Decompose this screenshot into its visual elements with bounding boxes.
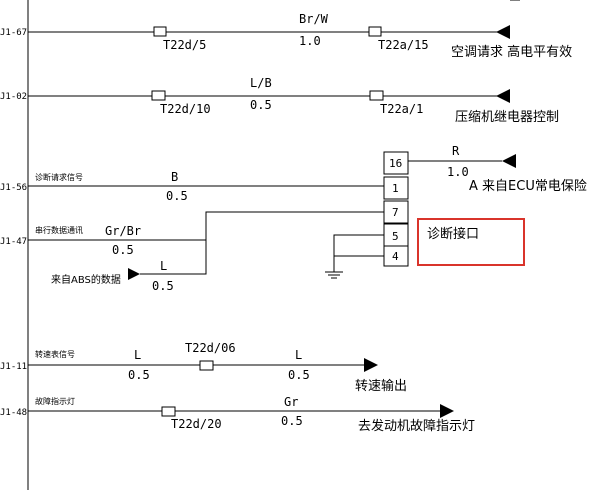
signal-diag-request: 诊断请求信号 xyxy=(35,172,83,182)
connector-t22d10 xyxy=(151,90,166,101)
signal-fault-lamp: 故障指示灯 xyxy=(35,396,75,406)
arrow-tach-output xyxy=(364,358,378,372)
wire-size-grbr: 0.5 xyxy=(112,243,134,257)
pin-label-j1-47: J1-47 xyxy=(0,237,27,247)
connector-t22d06 xyxy=(199,360,214,371)
signal-tach: 转速表信号 xyxy=(35,349,75,359)
wire-size-l-out: 0.5 xyxy=(288,368,310,382)
signal-ecu-fuse: A 来自ECU常电保险 xyxy=(469,179,587,194)
wire-color-l-out: L xyxy=(295,348,302,362)
connector-t22a1 xyxy=(369,90,384,101)
wire-serial-comm xyxy=(28,211,384,241)
diag-pin-16 xyxy=(383,151,409,175)
svg-text:4: 4 xyxy=(392,250,399,263)
diag-port-title: 诊断接口 xyxy=(427,226,479,242)
svg-text:7: 7 xyxy=(392,206,399,219)
svg-text:1: 1 xyxy=(392,182,399,195)
signal-compressor-relay: 压缩机继电器控制 xyxy=(455,109,559,125)
wire-color-grbr: Gr/Br xyxy=(105,224,141,238)
signal-abs-data: 来自ABS的数据 xyxy=(51,273,121,286)
ground-icon xyxy=(325,271,343,279)
svg-text:5: 5 xyxy=(392,230,399,243)
arrow-ecu-fuse xyxy=(502,154,516,168)
diag-port-pins: 16 1 7 5 4 xyxy=(383,151,409,267)
arrow-compressor-relay xyxy=(496,89,510,103)
wire-color-l-in: L xyxy=(134,348,141,362)
wire-size-gr: 0.5 xyxy=(281,414,303,428)
arrow-abs-data xyxy=(128,268,140,280)
signal-engine-fault-lamp: 去发动机故障指示灯 xyxy=(358,418,475,434)
wire-size-l-abs: 0.5 xyxy=(152,279,174,293)
wire-ground xyxy=(333,234,384,272)
connector-t22d5 xyxy=(153,26,167,37)
connector-label-t22a15: T22a/15 xyxy=(378,38,429,52)
connector-t22d20 xyxy=(161,406,176,417)
connector-label-t22a1: T22a/1 xyxy=(380,102,423,116)
wire-size-lb: 0.5 xyxy=(250,98,272,112)
arrow-engine-fault-lamp xyxy=(440,404,454,418)
signal-serial-comm: 串行数据通讯 xyxy=(35,225,83,235)
connector-t22a15 xyxy=(368,26,382,37)
wire-size-brw: 1.0 xyxy=(299,34,321,48)
pin-label-j1-02: J1-02 xyxy=(0,92,27,102)
pin-label-j1-56: J1-56 xyxy=(0,183,27,193)
pin-label-j1-11: J1-11 xyxy=(0,362,27,372)
wire-size-r: 1.0 xyxy=(447,165,469,179)
wire-color-b: B xyxy=(171,170,178,184)
pin-label-j1-67: J1-67 xyxy=(0,28,27,38)
connector-label-t22d20: T22d/20 xyxy=(171,417,222,431)
wire-color-r: R xyxy=(452,144,460,158)
wire-size-b: 0.5 xyxy=(166,189,188,203)
svg-text:16: 16 xyxy=(389,157,402,170)
connector-label-t22d5: T22d/5 xyxy=(163,38,206,52)
wire-abs-data xyxy=(140,240,207,275)
wire-color-l-abs: L xyxy=(160,259,167,273)
diag-port-highlight xyxy=(417,218,525,266)
connector-label-t22d10: T22d/10 xyxy=(160,102,211,116)
wire-color-gr: Gr xyxy=(284,395,298,409)
signal-tach-output: 转速输出 xyxy=(355,378,407,394)
diag-pin-1 xyxy=(383,176,409,200)
arrow-ac-request xyxy=(496,25,510,39)
wire-size-l-in: 0.5 xyxy=(128,368,150,382)
wire-color-lb: L/B xyxy=(250,76,272,90)
connector-label-t22d06: T22d/06 xyxy=(185,341,236,355)
signal-ac-request: 空调请求 高电平有效 xyxy=(451,44,572,60)
wire-color-brw: Br/W xyxy=(299,12,329,26)
pin-label-j1-48: J1-48 xyxy=(0,408,27,418)
